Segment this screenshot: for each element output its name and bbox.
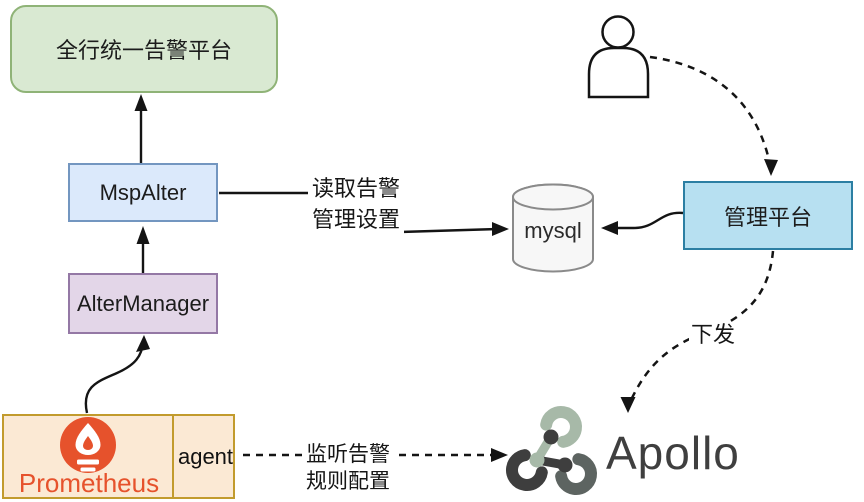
read-settings-line1: 读取告警 — [311, 176, 400, 201]
arrow-user-to-management — [649, 55, 771, 161]
edge-label-deploy: 下发 — [689, 322, 737, 348]
listen-rules-line1: 监听告警 — [306, 443, 390, 466]
arrow-management-to-mysql — [613, 211, 684, 230]
apollo-logo-icon — [506, 406, 597, 496]
edge-label-listen-rules: 监听告警 规则配置 — [302, 441, 394, 495]
node-mspalter: MspAlter — [68, 163, 218, 222]
alert-platform-label: 全行统一告警平台 — [55, 38, 232, 63]
management-platform-label: 管理平台 — [723, 204, 812, 230]
mysql-database-icon — [512, 183, 594, 273]
mysql-label: mysql — [524, 218, 582, 243]
agent-label: agent — [177, 443, 234, 469]
prometheus-agent-divider — [172, 416, 174, 497]
node-altermanager: AlterManager — [68, 273, 218, 334]
read-settings-line2: 管理设置 — [311, 207, 400, 232]
node-management-platform: 管理平台 — [683, 181, 853, 250]
solid-arrows — [84, 110, 684, 414]
line-label-to-mysql — [399, 227, 499, 234]
prometheus-label: Prometheus — [18, 468, 160, 498]
arrow-management-to-apollo — [629, 250, 775, 401]
node-alert-platform: 全行统一告警平台 — [10, 5, 278, 93]
arrow-prometheus-to-altermanager — [84, 341, 145, 414]
user-icon — [587, 15, 650, 99]
listen-rules-line2: 规则配置 — [306, 470, 390, 493]
apollo-label: Apollo — [606, 427, 740, 479]
altermanager-label: AlterManager — [76, 290, 210, 316]
node-prometheus: Prometheus agent — [2, 414, 235, 499]
dashed-arrows — [243, 55, 775, 457]
mspalter-label: MspAlter — [99, 179, 187, 205]
edge-label-read-settings: 读取告警 管理设置 — [308, 173, 404, 235]
